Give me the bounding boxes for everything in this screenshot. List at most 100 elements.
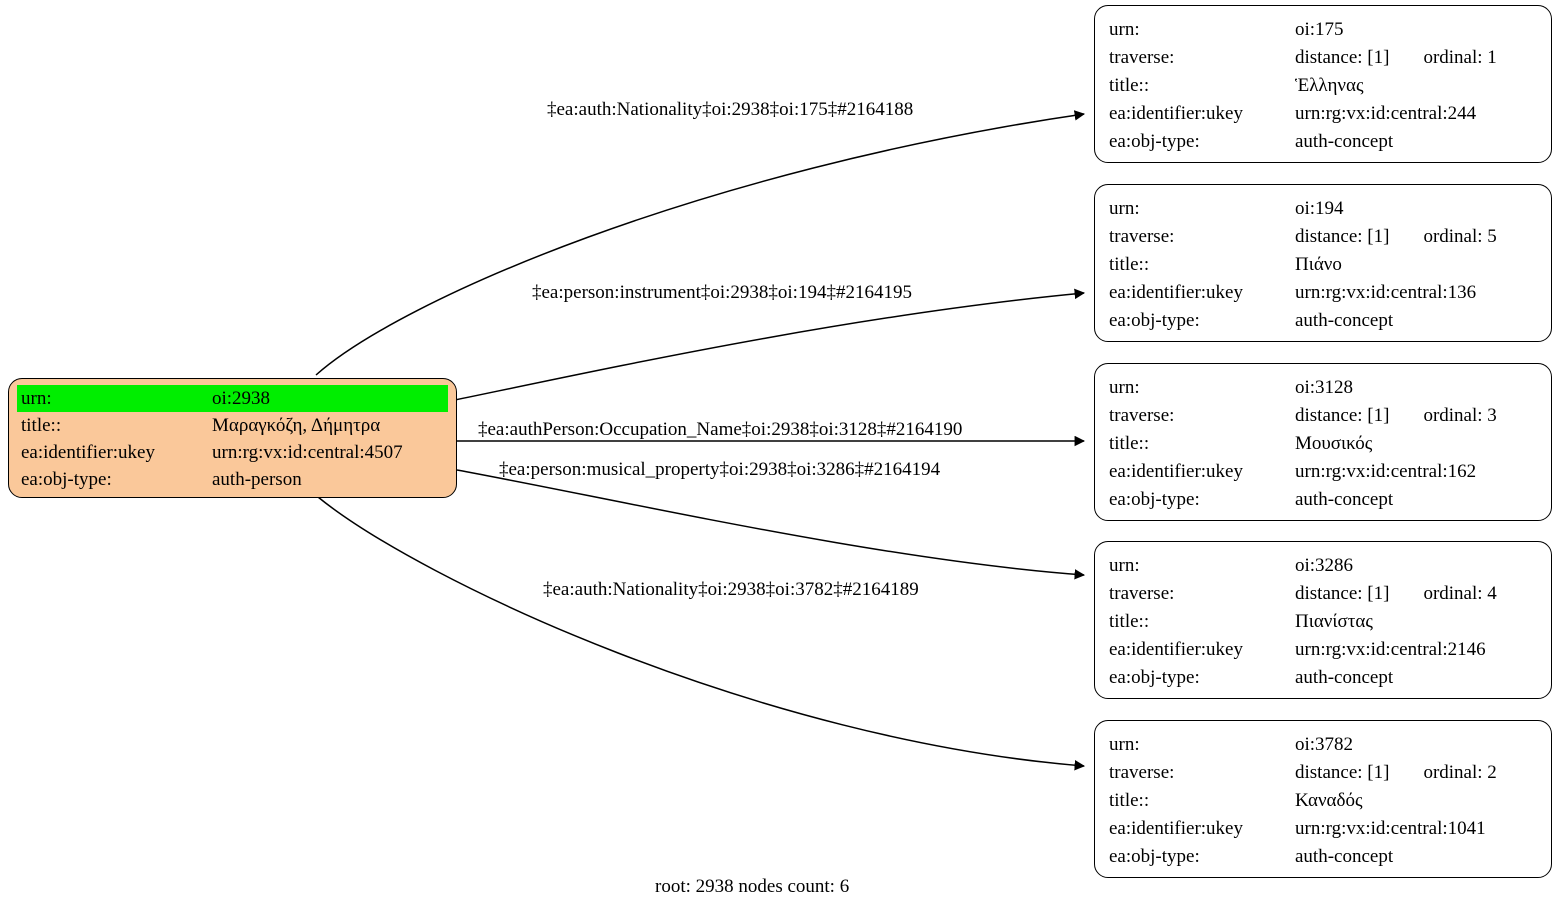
root-row-0-value: oi:2938 — [207, 385, 448, 412]
leaf-2-row-2-value: Μουσικός — [1295, 433, 1373, 454]
root-row-1-key: title:: — [21, 415, 62, 436]
leaf-1-distance: distance: [1] — [1295, 226, 1390, 247]
leaf-2-distance: distance: [1] — [1295, 405, 1390, 426]
table-row: ea:obj-type: auth-concept — [1109, 486, 1539, 514]
leaf-2-row-0-value: oi:3128 — [1295, 377, 1354, 398]
root-row-0-key: urn: — [17, 385, 207, 412]
root-node-oi-2938[interactable]: urn: oi:2938 title:: Μαραγκόζη, Δήμητρα … — [8, 378, 457, 498]
leaf-3-row-1-value: distance: [1]ordinal: 4 — [1295, 580, 1539, 608]
leaf-node-oi-194[interactable]: urn: oi:194 traverse: distance: [1] ordin… — [1094, 184, 1552, 342]
leaf-node-oi-3128[interactable]: urn: oi:3128 traverse: distance: [1]ordi… — [1094, 363, 1552, 521]
leaf-0-row-4-key: ea:obj-type: — [1109, 131, 1200, 152]
table-row: ea:obj-type: auth-concept — [1109, 843, 1539, 871]
leaf-0-ordinal: ordinal: 1 — [1423, 47, 1497, 68]
leaf-0-row-1-value: distance: [1] ordinal: 1 — [1295, 44, 1539, 72]
leaf-2-row-1-value: distance: [1] ordinal: 3 — [1295, 402, 1539, 430]
table-row: ea:obj-type: auth-concept — [1109, 664, 1539, 692]
table-row: urn: oi:3782 — [1109, 731, 1539, 759]
leaf-0-row-3-value: urn:rg:vx:id:central:244 — [1295, 103, 1477, 124]
table-row: urn: oi:2938 — [17, 385, 448, 412]
root-row-2-key: ea:identifier:ukey — [21, 442, 155, 463]
leaf-4-row-0-key: urn: — [1109, 734, 1140, 755]
leaf-3-row-1-key: traverse: — [1109, 583, 1175, 604]
table-row: ea:identifier:ukey urn:rg:vx:id:central:… — [1109, 815, 1539, 843]
leaf-3-distance: distance: [1] — [1295, 583, 1390, 604]
graph-caption: root: 2938 nodes count: 6 — [655, 876, 850, 897]
leaf-1-row-2-key: title:: — [1109, 254, 1150, 275]
leaf-4-row-1-value: distance: [1] ordinal: 2 — [1295, 759, 1539, 787]
table-row: title:: Καναδός — [1109, 787, 1539, 815]
root-node-table: urn: oi:2938 title:: Μαραγκόζη, Δήμητρα … — [17, 385, 448, 493]
leaf-1-row-4-value: auth-concept — [1295, 310, 1394, 331]
edge-path-2 — [454, 288, 1086, 401]
edge-path-5 — [317, 496, 1086, 771]
leaf-node-oi-175[interactable]: urn: oi:175 traverse: distance: [1] ordin… — [1094, 5, 1552, 163]
leaf-3-table: urn: oi:3286 traverse: distance: [1]ordi… — [1109, 552, 1539, 692]
table-row: ea:identifier:ukey urn:rg:vx:id:central:… — [17, 439, 448, 466]
leaf-2-row-4-key: ea:obj-type: — [1109, 489, 1200, 510]
leaf-4-row-4-key: ea:obj-type: — [1109, 846, 1200, 867]
leaf-3-row-2-key: title:: — [1109, 611, 1150, 632]
leaf-4-table: urn: oi:3782 traverse: distance: [1] ordi… — [1109, 731, 1539, 871]
root-row-2-value: urn:rg:vx:id:central:4507 — [212, 442, 403, 463]
leaf-3-row-0-value: oi:3286 — [1295, 555, 1354, 576]
leaf-1-row-0-key: urn: — [1109, 198, 1140, 219]
leaf-1-row-1-key: traverse: — [1109, 226, 1175, 247]
leaf-0-distance: distance: [1] — [1295, 47, 1390, 68]
leaf-4-row-4-value: auth-concept — [1295, 846, 1394, 867]
leaf-0-table: urn: oi:175 traverse: distance: [1] ordin… — [1109, 16, 1539, 156]
leaf-node-oi-3782[interactable]: urn: oi:3782 traverse: distance: [1] ordi… — [1094, 720, 1552, 878]
table-row: urn: oi:194 — [1109, 195, 1539, 223]
leaf-2-row-0-key: urn: — [1109, 377, 1140, 398]
leaf-0-row-0-key: urn: — [1109, 19, 1140, 40]
table-row: traverse: distance: [1]ordinal: 4 — [1109, 580, 1539, 608]
table-row: urn: oi:3286 — [1109, 552, 1539, 580]
leaf-2-row-3-value: urn:rg:vx:id:central:162 — [1295, 461, 1477, 482]
root-row-3-value: auth-person — [212, 469, 302, 490]
leaf-0-row-2-key: title:: — [1109, 75, 1150, 96]
root-row-3-key: ea:obj-type: — [21, 469, 112, 490]
table-row: ea:obj-type: auth-concept — [1109, 128, 1539, 156]
table-row: traverse: distance: [1] ordinal: 1 — [1109, 44, 1539, 72]
table-row: traverse: distance: [1]ordinal: 3 — [1109, 402, 1539, 430]
leaf-4-row-1-key: traverse: — [1109, 762, 1175, 783]
leaf-3-row-4-value: auth-concept — [1295, 667, 1394, 688]
leaf-1-ordinal: ordinal: 5 — [1423, 226, 1497, 247]
leaf-4-distance: distance: [1] — [1295, 762, 1390, 783]
edge-label-1: ‡ea:auth:Nationality‡oi:2938‡oi:175‡#216… — [547, 99, 914, 120]
table-row: ea:identifier:ukey urn:rg:vx:id:central:… — [1109, 100, 1539, 128]
edge-label-3: ‡ea:authPerson:Occupation_Name‡oi:2938‡o… — [478, 419, 963, 440]
edge-path-1 — [315, 110, 1086, 376]
edge-label-4: ‡ea:person:musical_property‡oi:2938‡oi:3… — [499, 459, 941, 480]
table-row: title:: Μαραγκόζη, Δήμητρα — [17, 412, 448, 439]
leaf-3-row-4-key: ea:obj-type: — [1109, 667, 1200, 688]
table-row: title:: Ἑλληνας — [1109, 72, 1539, 100]
leaf-3-row-0-key: urn: — [1109, 555, 1140, 576]
table-row: ea:identifier:ukey urn:rg:vx:id:central:… — [1109, 458, 1539, 486]
table-row: traverse: distance: [1] ordinal: 5 — [1109, 223, 1539, 251]
leaf-2-row-4-value: auth-concept — [1295, 489, 1394, 510]
table-row: ea:obj-type: auth-person — [17, 466, 448, 493]
leaf-0-row-4-value: auth-concept — [1295, 131, 1394, 152]
leaf-4-ordinal: ordinal: 2 — [1423, 762, 1497, 783]
leaf-2-ordinal: ordinal: 3 — [1423, 405, 1497, 426]
leaf-0-row-3-key: ea:identifier:ukey — [1109, 103, 1243, 124]
edge-path-4 — [456, 469, 1086, 580]
leaf-1-row-0-value: oi:194 — [1295, 198, 1344, 219]
table-row: title:: Μουσικός — [1109, 430, 1539, 458]
table-row: ea:obj-type: auth-concept — [1109, 307, 1539, 335]
leaf-3-row-3-key: ea:identifier:ukey — [1109, 639, 1243, 660]
table-row: urn: oi:175 — [1109, 16, 1539, 44]
leaf-4-row-2-value: Καναδός — [1295, 790, 1363, 811]
table-row: urn: oi:3128 — [1109, 374, 1539, 402]
edge-label-5: ‡ea:auth:Nationality‡oi:2938‡oi:3782‡#21… — [543, 579, 919, 600]
leaf-0-row-1-key: traverse: — [1109, 47, 1175, 68]
leaf-2-table: urn: oi:3128 traverse: distance: [1]ordi… — [1109, 374, 1539, 514]
leaf-4-row-3-key: ea:identifier:ukey — [1109, 818, 1243, 839]
leaf-2-row-2-key: title:: — [1109, 433, 1150, 454]
leaf-1-row-3-value: urn:rg:vx:id:central:136 — [1295, 282, 1477, 303]
table-row: traverse: distance: [1] ordinal: 2 — [1109, 759, 1539, 787]
leaf-node-oi-3286[interactable]: urn: oi:3286 traverse: distance: [1]ordi… — [1094, 541, 1552, 699]
leaf-2-row-3-key: ea:identifier:ukey — [1109, 461, 1243, 482]
